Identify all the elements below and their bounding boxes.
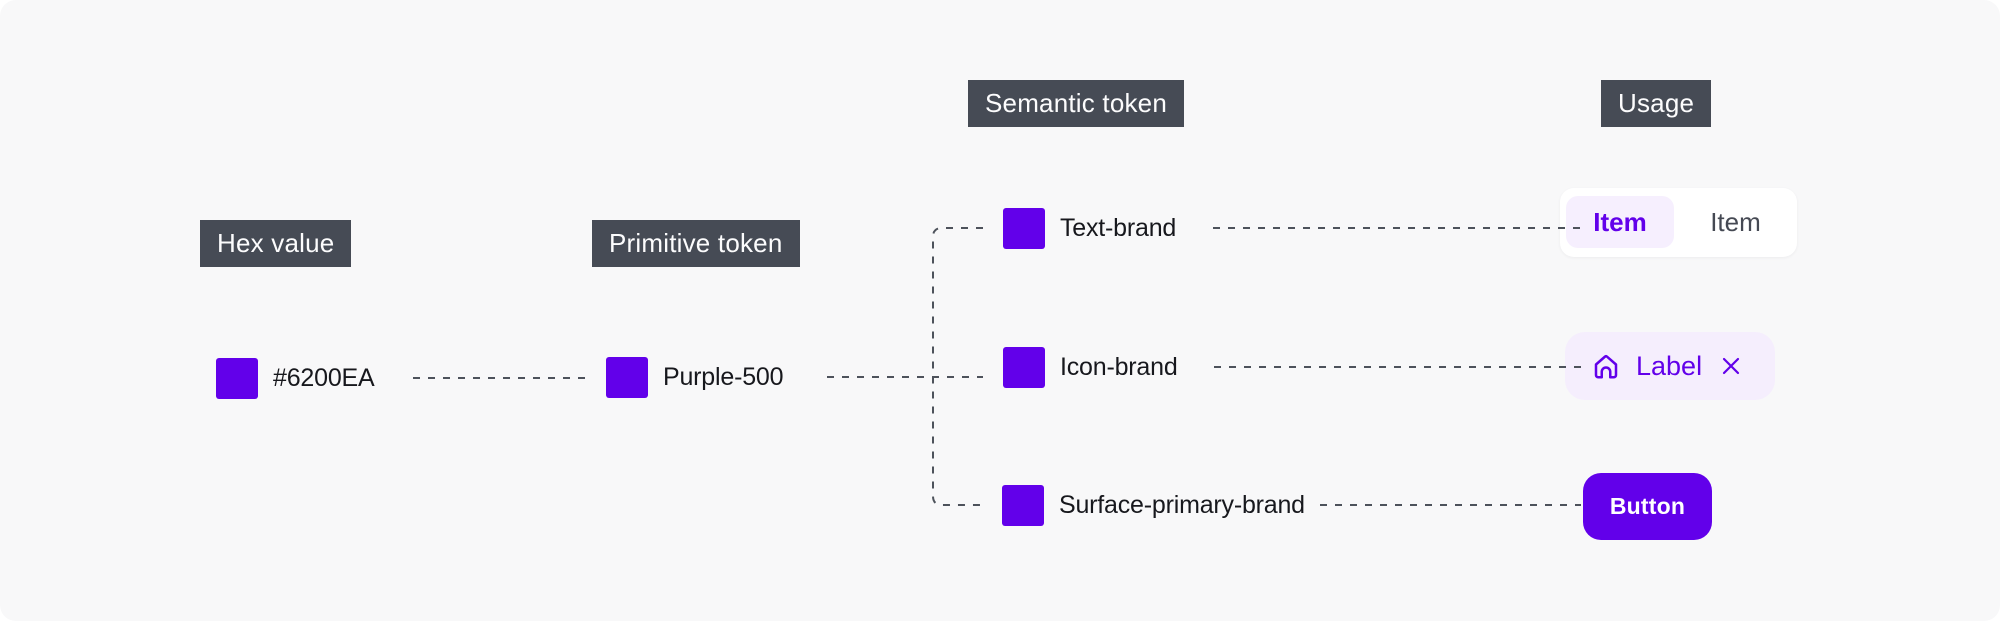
hex-value-label: #6200EA bbox=[273, 363, 375, 392]
primary-button[interactable]: Button bbox=[1583, 473, 1712, 540]
primitive-token-row: Purple-500 bbox=[606, 356, 784, 398]
column-label-primitive-token: Primitive token bbox=[592, 220, 800, 267]
semantic-token-row-icon-brand: Icon-brand bbox=[1003, 346, 1178, 388]
segmented-item-unselected[interactable]: Item bbox=[1710, 207, 1761, 237]
connector-branch-bracket bbox=[932, 227, 983, 506]
color-swatch bbox=[1003, 207, 1045, 249]
segmented-item-selected[interactable]: Item bbox=[1566, 196, 1674, 248]
label-chip[interactable]: Label bbox=[1565, 332, 1775, 400]
color-swatch bbox=[1002, 484, 1044, 526]
semantic-token-row-text-brand: Text-brand bbox=[1003, 207, 1176, 249]
semantic-token-label: Text-brand bbox=[1060, 213, 1177, 242]
home-icon bbox=[1591, 351, 1621, 381]
primitive-token-label: Purple-500 bbox=[663, 362, 784, 391]
column-label-usage: Usage bbox=[1601, 80, 1712, 127]
column-label-semantic-token: Semantic token bbox=[968, 80, 1185, 127]
column-label-hex-value: Hex value bbox=[200, 220, 352, 267]
close-icon[interactable] bbox=[1720, 355, 1742, 377]
chip-label: Label bbox=[1636, 350, 1703, 381]
semantic-token-row-surface-primary-brand: Surface-primary-brand bbox=[1002, 484, 1305, 526]
hex-value-row: #6200EA bbox=[216, 357, 375, 399]
color-swatch bbox=[216, 357, 258, 399]
segmented-control: Item Item bbox=[1560, 188, 1797, 257]
semantic-token-label: Surface-primary-brand bbox=[1059, 490, 1305, 519]
semantic-token-label: Icon-brand bbox=[1060, 352, 1178, 381]
color-swatch bbox=[1003, 346, 1045, 388]
color-swatch bbox=[606, 356, 648, 398]
